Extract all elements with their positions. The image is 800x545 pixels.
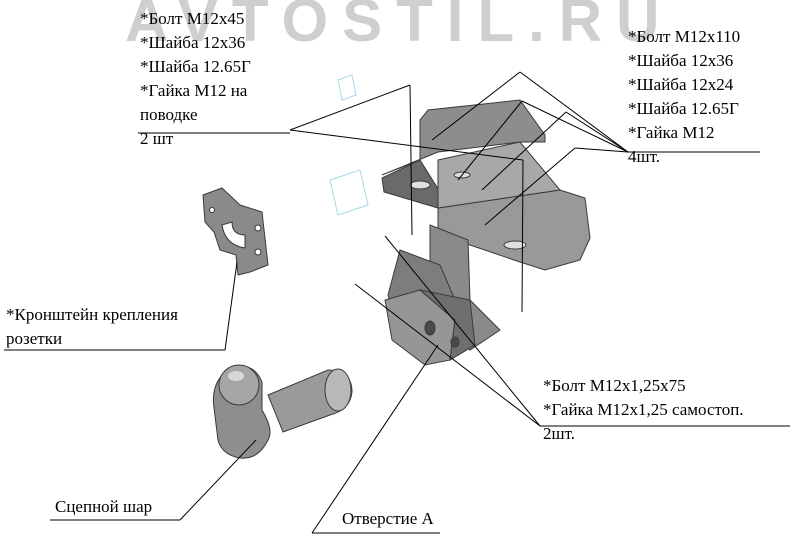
callout-ball: Сцепной шар [55, 495, 152, 519]
callout-top-left: *Болт М12х45 *Шайба 12х36 *Шайба 12.65Г … [140, 7, 251, 151]
towbar-main-part [381, 99, 591, 366]
callout-line: *Болт М12х110 [628, 27, 741, 46]
leader-top-left-2 [409, 84, 413, 236]
leader-top-right-2 [431, 71, 521, 141]
callout-line: розетки [6, 329, 63, 348]
callout-line: *Шайба 12х36 [140, 33, 246, 52]
callout-line: 2шт. [543, 424, 575, 443]
crossbar-top [437, 141, 561, 209]
mounting-plate [381, 99, 546, 176]
callout-line: *Кронштейн крепления [6, 305, 178, 324]
callout-line: 2 шт [140, 129, 174, 148]
callout-line: *Гайка М12 на [140, 81, 248, 100]
leader-top-right-8 [484, 147, 576, 226]
callout-line: поводке [140, 105, 198, 124]
callout-line: *Гайка М12 [628, 123, 715, 142]
callout-line: *Шайба 12.65Г [628, 99, 739, 118]
callout-bracket: *Кронштейн крепления розетки [6, 303, 178, 351]
leader-top-right-1 [519, 71, 629, 153]
callout-line: *Болт М12х45 [140, 9, 245, 28]
leader-ball-1 [179, 439, 257, 521]
hitch-ball-part [212, 364, 353, 459]
leader-top-left-4 [521, 159, 524, 313]
leader-hole-1 [311, 344, 439, 534]
callout-line: *Шайба 12.65Г [140, 57, 251, 76]
callout-line: Сцепной шар [55, 497, 153, 516]
leader-top-right-5 [565, 111, 629, 153]
callout-line: *Шайба 12х36 [628, 51, 734, 70]
callout-top-right: *Болт М12х110 *Шайба 12х36 *Шайба 12х24 … [628, 25, 740, 169]
leader-top-right-3 [521, 100, 629, 153]
leader-top-left-3 [289, 129, 524, 161]
callout-line: 4шт. [628, 147, 660, 166]
leader-lines [4, 71, 790, 534]
leader-top-left-1 [289, 84, 411, 131]
leader-bracket-1 [224, 261, 238, 351]
watermark-logo: AVTOSTIL.RU [125, 0, 674, 54]
callout-line: Отверстие А [342, 509, 434, 528]
callout-hole: Отверстие А [342, 507, 434, 531]
socket-bracket-part [202, 187, 269, 276]
leader-top-right-6 [481, 111, 567, 191]
callout-line: *Шайба 12х24 [628, 75, 734, 94]
leader-bottom-right-2 [354, 283, 541, 427]
leader-top-right-7 [574, 147, 629, 153]
leader-top-right-4 [457, 100, 523, 181]
callout-bottom-right: *Болт М12х1,25х75 *Гайка М12х1,25 самост… [543, 374, 744, 446]
leader-bottom-right-1 [384, 235, 541, 427]
callout-line: *Гайка М12х1,25 самостоп. [543, 400, 744, 419]
callout-line: *Болт М12х1,25х75 [543, 376, 686, 395]
